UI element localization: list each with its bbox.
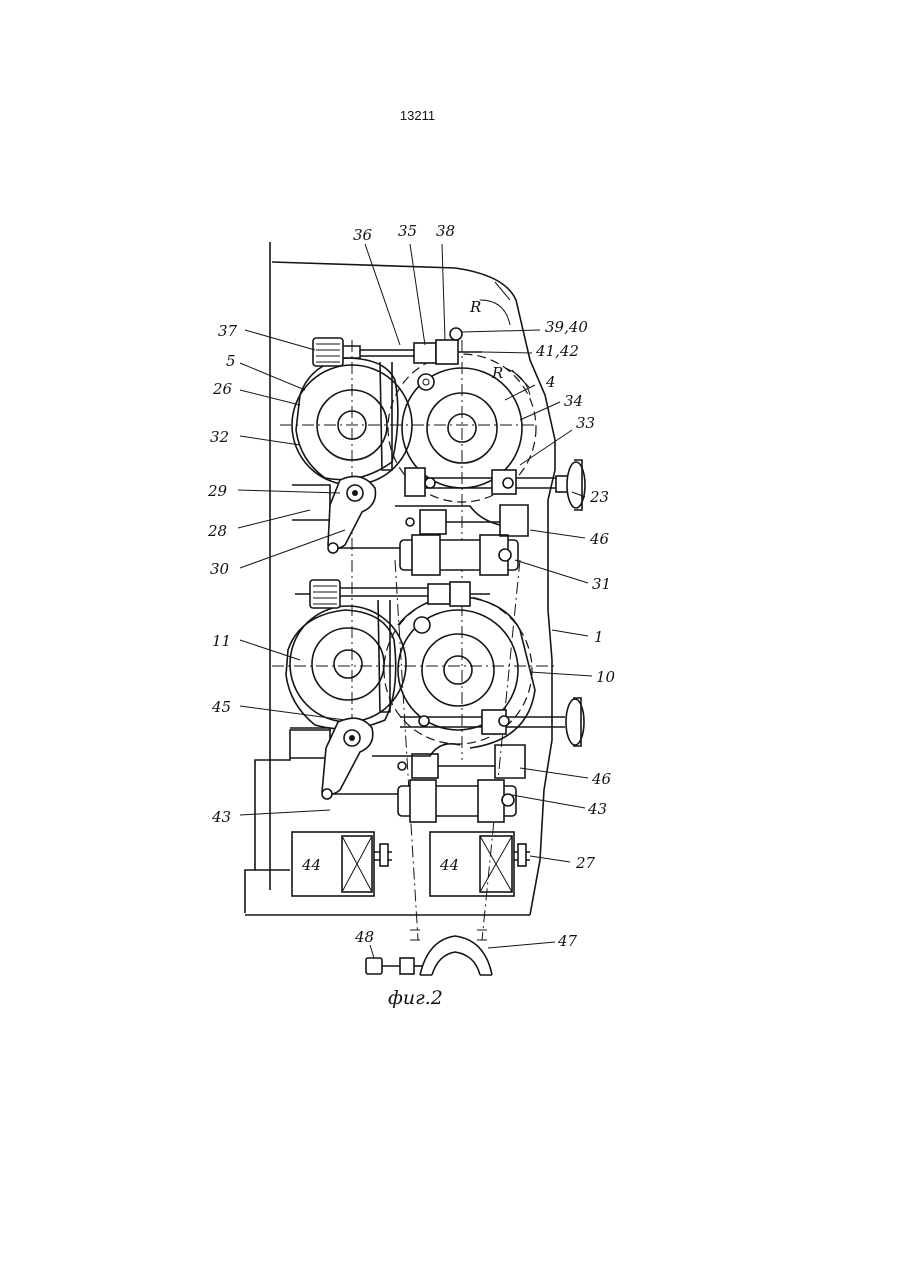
label-33: 33 [576,414,595,432]
label-43-right: 43 [587,800,607,818]
label-43-left: 43 [211,808,231,826]
upper-cylinder [395,505,528,575]
label-32: 32 [210,428,229,446]
upper-lever [292,476,405,553]
lower-roller-left [286,606,406,729]
label-36: 36 [353,226,373,244]
lower-screw-assembly [295,580,490,712]
callout-labels: 36 35 38 37 5 26 32 29 28 30 11 45 43 48… [207,222,616,950]
label-44-left: 44 [301,856,321,874]
label-26: 26 [212,380,233,398]
label-28: 28 [207,522,227,540]
signal-ticks [410,930,487,940]
label-29: 29 [207,482,228,500]
label-46-upper: 46 [589,530,610,548]
label-45: 45 [211,698,231,716]
label-r-upper: R [469,298,481,316]
label-46-lower: 46 [591,770,612,788]
label-30: 30 [210,560,230,578]
label-r-lower: R [491,364,503,382]
label-35: 35 [398,222,417,240]
label-11: 11 [212,632,231,650]
sensor-48 [366,958,422,974]
label-4: 4 [545,373,556,391]
label-31: 31 [592,575,611,593]
label-47: 47 [557,932,578,950]
label-44-right: 44 [439,856,459,874]
label-34: 34 [564,392,583,410]
label-1: 1 [594,628,604,646]
figure-caption: фиг.2 [388,987,443,1009]
label-23: 23 [589,488,609,506]
label-41-42: 41,42 [535,342,579,360]
label-37: 37 [218,322,238,340]
label-10: 10 [596,668,616,686]
label-38: 38 [436,222,455,240]
label-39-40: 39,40 [545,318,588,336]
workpiece-arc [420,936,492,975]
label-5: 5 [226,352,236,370]
lower-cylinder [372,744,525,822]
lower-roller-right [384,596,535,748]
upper-handwheel-shaft [405,460,585,510]
upper-roller-left [292,358,412,485]
label-48: 48 [354,928,374,946]
label-27: 27 [575,854,596,872]
lower-handwheel-shaft [400,698,584,746]
